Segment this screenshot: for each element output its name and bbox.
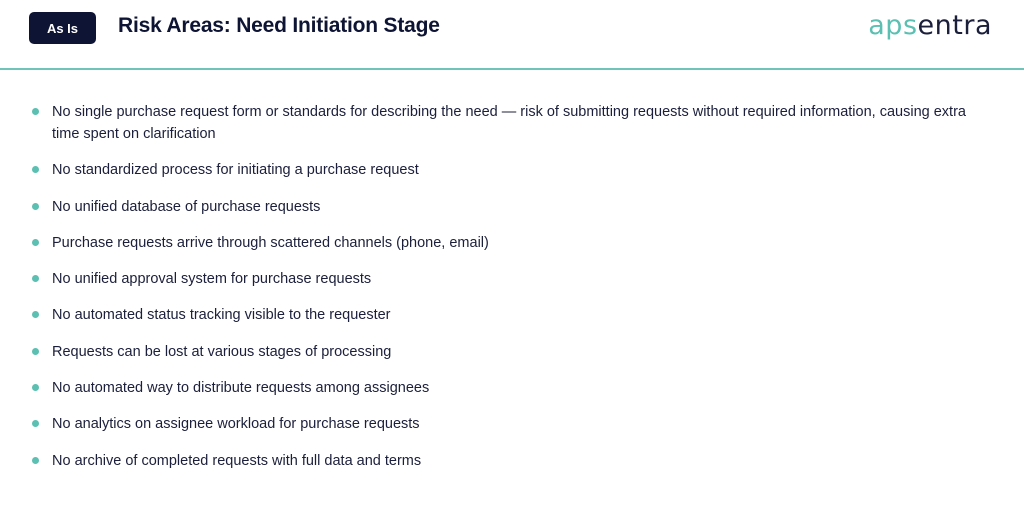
list-item-text: No unified approval system for purchase … bbox=[52, 271, 372, 288]
header: As Is Risk Areas: Need Initiation Stage … bbox=[0, 0, 1024, 70]
bullet-icon bbox=[32, 456, 39, 464]
list-item: No analytics on assignee workload for pu… bbox=[0, 413, 1024, 435]
list-item-text: No standardized process for initiating a… bbox=[52, 162, 419, 179]
list-item-text: No single purchase request form or stand… bbox=[52, 104, 966, 142]
list-item: No standardized process for initiating a… bbox=[0, 159, 1024, 181]
bullet-icon bbox=[32, 202, 39, 210]
list-item-text: Requests can be lost at various stages o… bbox=[52, 343, 392, 360]
list-item: No single purchase request form or stand… bbox=[0, 101, 1024, 145]
logo-text-part2: entra bbox=[917, 10, 992, 41]
list-item-text: No automated status tracking visible to … bbox=[52, 307, 391, 324]
bullet-icon bbox=[32, 347, 39, 355]
bullet-icon bbox=[32, 108, 39, 115]
list-item: No automated status tracking visible to … bbox=[0, 304, 1024, 326]
list-item-text: Purchase requests arrive through scatter… bbox=[52, 234, 489, 251]
as-is-badge: As Is bbox=[29, 12, 96, 44]
list-item: No automated way to distribute requests … bbox=[0, 377, 1024, 399]
list-item: Purchase requests arrive through scatter… bbox=[0, 232, 1024, 254]
bullet-icon bbox=[32, 311, 39, 319]
list-item: Requests can be lost at various stages o… bbox=[0, 341, 1024, 363]
list-item-text: No automated way to distribute requests … bbox=[52, 380, 430, 397]
page-title: Risk Areas: Need Initiation Stage bbox=[118, 14, 440, 37]
list-item: No unified approval system for purchase … bbox=[0, 268, 1024, 290]
list-item-text: No archive of completed requests with fu… bbox=[52, 452, 422, 469]
list-item-text: No unified database of purchase requests bbox=[52, 198, 321, 215]
bullet-icon bbox=[32, 384, 39, 392]
list-item: No archive of completed requests with fu… bbox=[0, 450, 1024, 472]
bullet-icon bbox=[32, 275, 39, 283]
bullet-icon bbox=[32, 238, 39, 246]
bullet-icon bbox=[32, 420, 39, 428]
list-item-text: No analytics on assignee workload for pu… bbox=[52, 416, 420, 433]
risk-list: No single purchase request form or stand… bbox=[0, 101, 1024, 486]
bullet-icon bbox=[32, 166, 39, 174]
list-item: No unified database of purchase requests bbox=[0, 196, 1024, 218]
logo-text-part1: aps bbox=[868, 10, 918, 41]
apsentra-logo: apsentra bbox=[868, 10, 992, 41]
